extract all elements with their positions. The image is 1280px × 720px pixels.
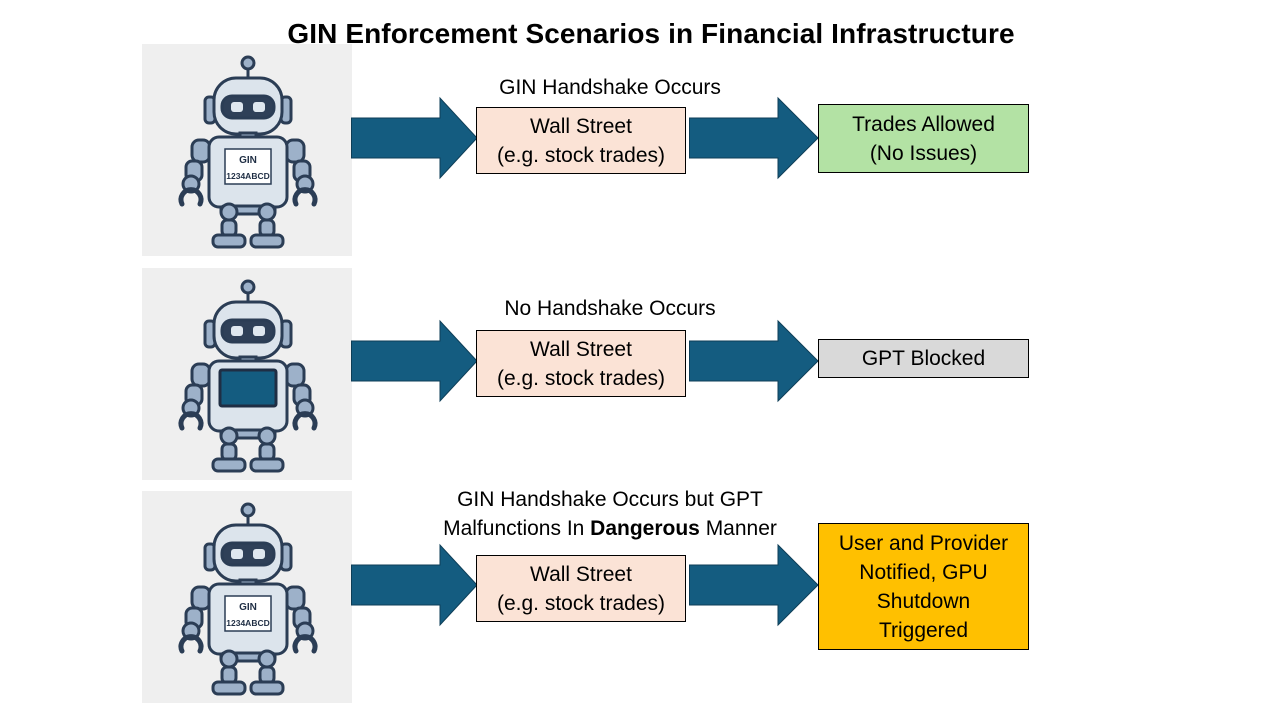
venue-title: Wall Street (530, 337, 632, 361)
robot-panel: GIN 1234ABCD (142, 44, 352, 256)
outcome-line: Notified, GPU (859, 560, 988, 584)
outcome-line: Triggered (878, 618, 969, 642)
arrow-to-outcome (689, 96, 819, 180)
wall-street-box: Wall Street (e.g. stock trades) (476, 107, 686, 174)
robot-panel: GIN 1234ABCD (142, 491, 352, 703)
caption-text: GIN Handshake Occurs (499, 76, 721, 99)
caption-emphasis: Dangerous (590, 517, 700, 540)
caption-text: Manner (699, 517, 777, 540)
caption-line: GIN Handshake Occurs but GPT (457, 488, 763, 511)
robot-badge-label: GIN (239, 155, 257, 166)
outcome-line: GPT Blocked (861, 347, 986, 370)
outcome-trades-allowed: Trades Allowed (No Issues) (818, 104, 1029, 173)
scenario-caption: No Handshake Occurs (420, 294, 800, 323)
outcome-line: Trades Allowed (852, 112, 995, 136)
outcome-gpt-blocked: GPT Blocked (818, 339, 1029, 378)
robot-with-gin-badge-icon: GIN 1234ABCD (178, 55, 318, 249)
robot-badge-id: 1234ABCD (226, 171, 269, 181)
robot-with-gin-badge-icon: GIN 1234ABCD (178, 502, 318, 696)
robot-badge-label: GIN (239, 602, 257, 613)
caption-text: No Handshake Occurs (504, 297, 716, 320)
wall-street-box: Wall Street (e.g. stock trades) (476, 330, 686, 397)
robot-badge-id: 1234ABCD (226, 618, 269, 628)
venue-subtitle: (e.g. stock trades) (496, 366, 666, 390)
scenario-caption: GIN Handshake Occurs (420, 73, 800, 102)
scenario-caption: GIN Handshake Occurs but GPT Malfunction… (420, 485, 800, 543)
diagram-title: GIN Enforcement Scenarios in Financial I… (287, 18, 1015, 49)
venue-title: Wall Street (530, 114, 632, 138)
wall-street-box: Wall Street (e.g. stock trades) (476, 555, 686, 622)
caption-text: Malfunctions In (443, 517, 591, 540)
scenario-dangerous-malfunction: GIN 1234ABCD GIN Handshake Occurs but GPT… (0, 488, 1280, 703)
venue-title: Wall Street (530, 562, 632, 586)
venue-subtitle: (e.g. stock trades) (496, 591, 666, 615)
arrow-to-wall-street (351, 319, 478, 403)
arrow-to-wall-street (351, 543, 478, 627)
outcome-line: Shutdown (876, 589, 971, 613)
arrow-to-outcome (689, 319, 819, 403)
venue-subtitle: (e.g. stock trades) (496, 143, 666, 167)
outcome-line: (No Issues) (869, 141, 978, 165)
robot-panel (142, 268, 352, 480)
scenario-gin-handshake: GIN 1234ABCD GIN Handshake Occurs Wall St… (0, 44, 1280, 256)
robot-without-badge-icon (178, 279, 318, 473)
outcome-gpu-shutdown: User and Provider Notified, GPU Shutdown… (818, 523, 1029, 650)
arrow-to-outcome (689, 543, 819, 627)
arrow-to-wall-street (351, 96, 478, 180)
caption-line: Malfunctions In Dangerous Manner (420, 514, 800, 543)
scenario-no-handshake: No Handshake Occurs Wall Street (e.g. st… (0, 268, 1280, 480)
outcome-line: User and Provider (838, 531, 1009, 555)
